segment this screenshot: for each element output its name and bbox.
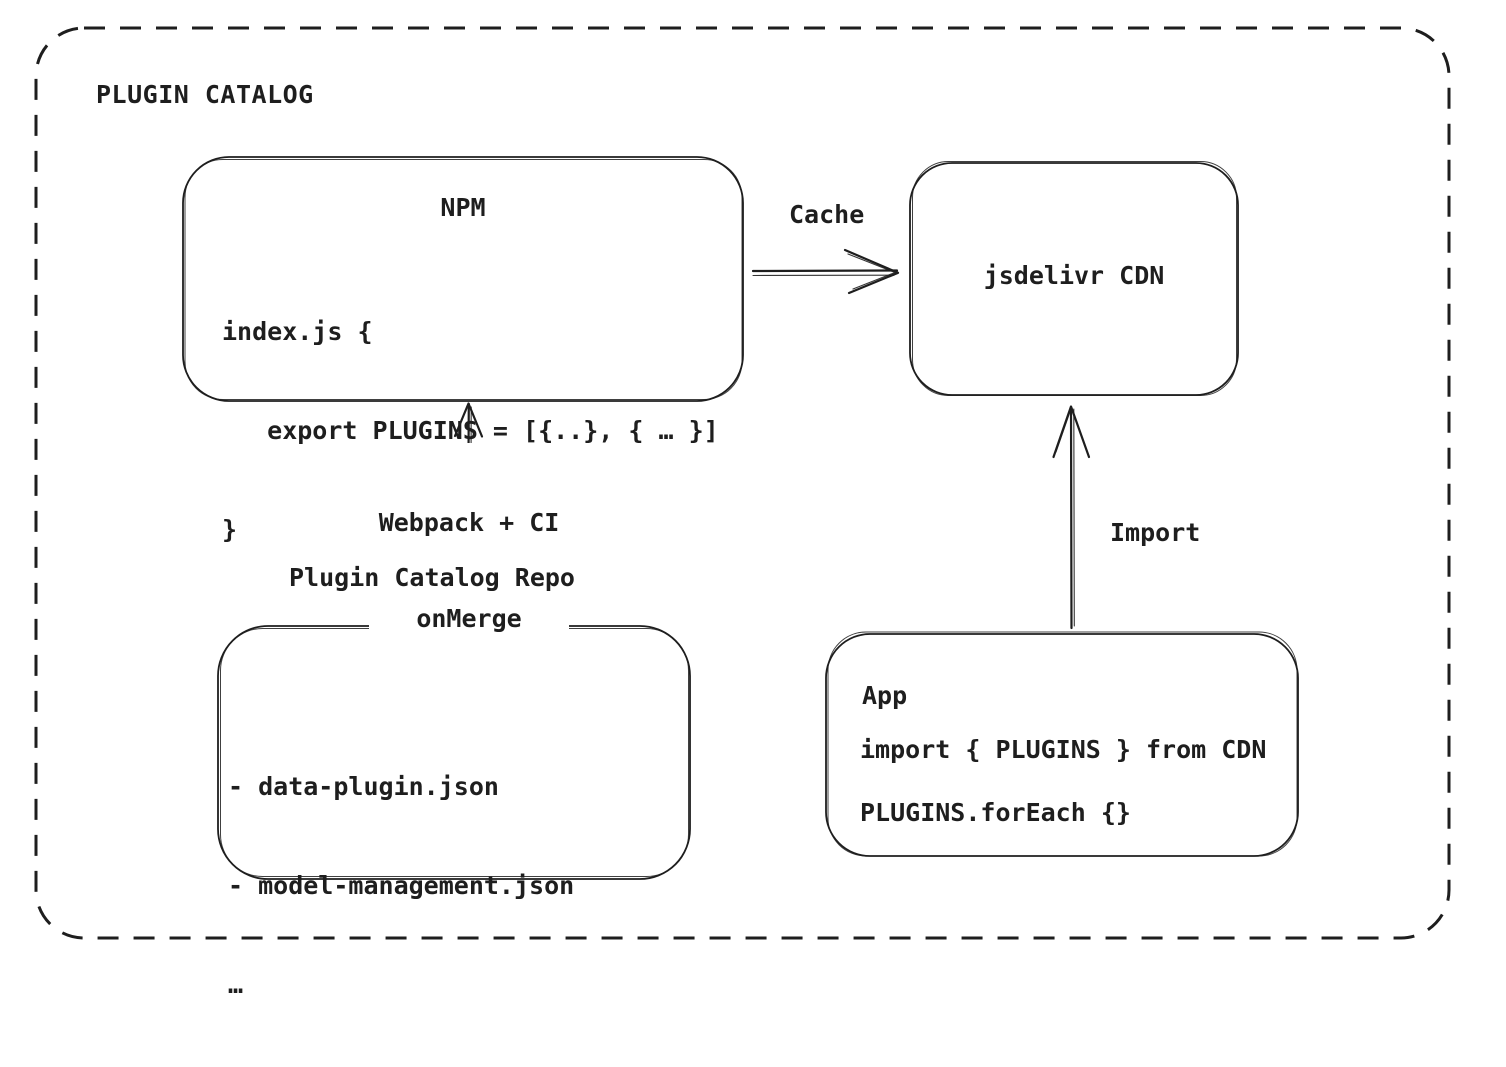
cdn-box-outline [909, 161, 1239, 396]
npm-code-line: index.js { [222, 317, 373, 346]
diagram-title: PLUGIN CATALOG [96, 80, 314, 109]
npm-code-line: export PLUGINS = [{..}, { … }] [222, 416, 719, 445]
npm-node-title: NPM [440, 193, 486, 222]
build-arrow-label-line2: onMerge [416, 604, 522, 633]
repo-file-item: … [228, 970, 244, 999]
app-code-line-import: import { PLUGINS } from CDN [860, 735, 1267, 764]
npm-code-line: } [222, 515, 238, 544]
repo-node-label: Plugin Catalog Repo [289, 563, 575, 592]
app-code-line-foreach: PLUGINS.forEach {} [860, 798, 1131, 827]
import-arrow [1052, 405, 1091, 630]
npm-box-outline [182, 156, 744, 402]
cdn-node-title: jsdelivr CDN [983, 261, 1165, 290]
build-arrow-label-line1: Webpack + CI [378, 508, 560, 537]
repo-file-list: - data-plugin.json - model-management.js… [228, 704, 574, 1067]
repo-file-item: - model-management.json [228, 871, 575, 900]
build-arrow-label: Webpack + CI onMerge [369, 443, 569, 699]
import-arrow-label: Import [1110, 518, 1201, 547]
npm-code-block: index.js { export PLUGINS = [{..}, { … }… [222, 249, 719, 612]
repo-file-item: - data-plugin.json [228, 772, 499, 801]
cache-arrow-label: Cache [789, 200, 865, 229]
cache-arrow [751, 248, 900, 295]
app-node-title: App [862, 681, 908, 710]
plugin-catalog-diagram: PLUGIN CATALOG NPM index.js { export PLU… [34, 26, 1451, 999]
catalog-dashed-frame [34, 26, 1451, 940]
app-box-outline [825, 631, 1299, 857]
diagram-canvas [34, 26, 1451, 940]
